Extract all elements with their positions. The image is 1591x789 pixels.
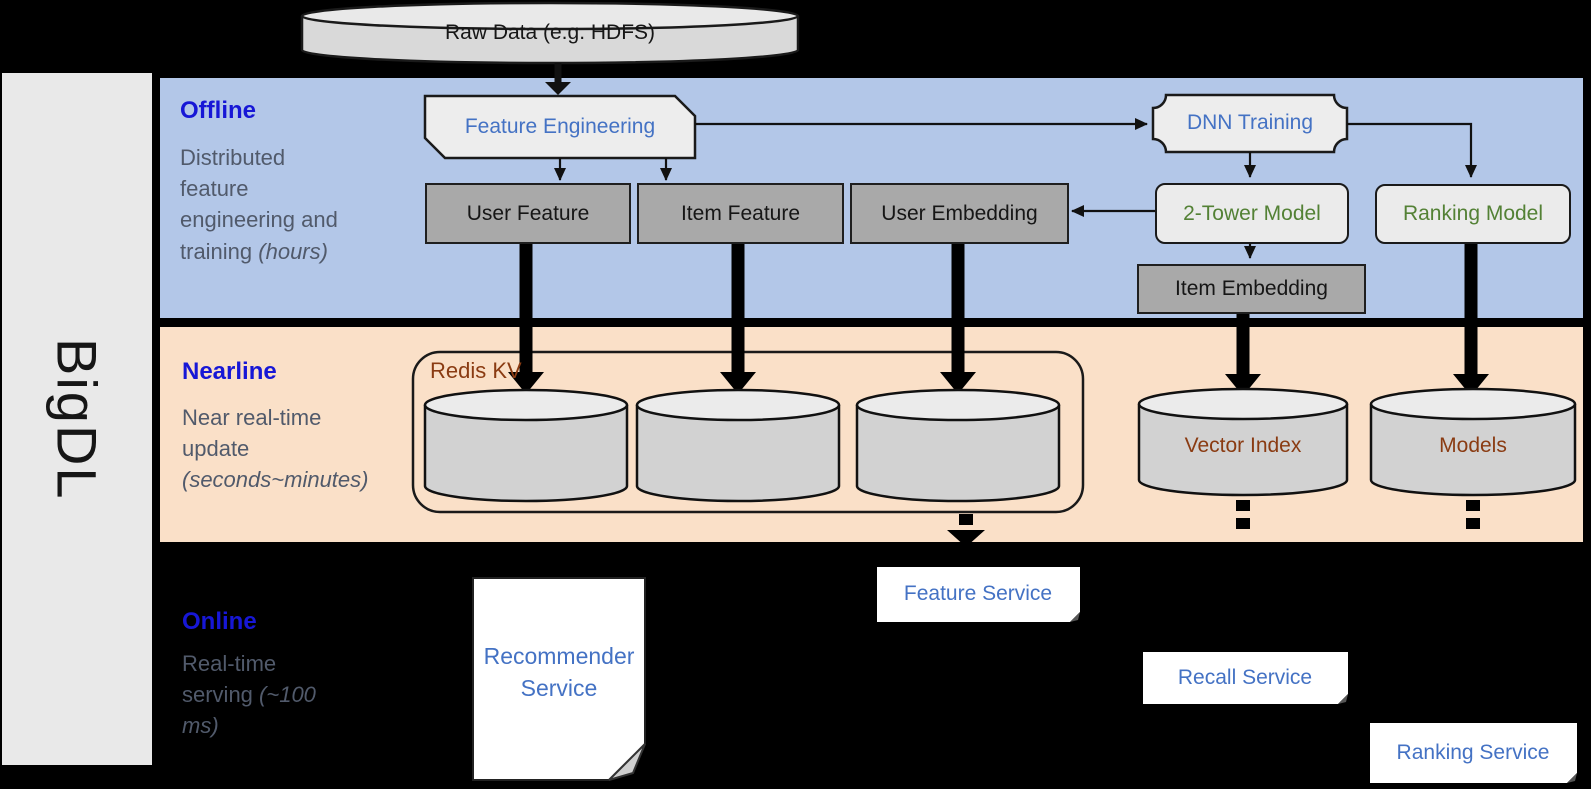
ranking-model-box: Ranking Model <box>1375 184 1571 244</box>
bigdl-sidebar: BigDL <box>2 73 152 765</box>
arrow-dnn-to-rankingmodel <box>1347 122 1477 178</box>
offline-stage-label: Offline <box>180 97 256 124</box>
online-description-em: (~100 ms) <box>182 682 316 739</box>
recall-service-note <box>1143 652 1348 704</box>
raw-data-label: Raw Data (e.g. HDFS) <box>444 21 656 44</box>
nearline-stage-label: Nearline <box>182 358 277 385</box>
bigdl-logo-text: BigDL <box>45 337 109 501</box>
dashed-link-vectorindex <box>1236 500 1250 529</box>
user-embedding-label: User Embedding <box>881 201 1038 225</box>
feature-engineering-shape <box>423 94 697 160</box>
online-stage-label: Online <box>182 608 257 635</box>
kv-cylinder-2 <box>635 388 841 503</box>
user-feature-label: User Feature <box>466 201 590 225</box>
kv-cylinder-1 <box>423 388 629 503</box>
recommender-service-document <box>472 577 646 781</box>
item-embedding-box: Item Embedding <box>1137 264 1366 314</box>
feature-service-label: Feature Service <box>903 582 1053 605</box>
ranking-service-label: Ranking Service <box>1396 741 1550 764</box>
nearline-description-em: (seconds~minutes) <box>182 467 369 493</box>
feature-service-note <box>877 567 1080 622</box>
recall-service-label: Recall Service <box>1177 666 1313 689</box>
nearline-stage-description: Near real-time update (seconds~minutes) <box>182 402 368 496</box>
thick-arrow-userembedding-to-kv <box>940 240 976 394</box>
redis-kv-container <box>411 350 1085 514</box>
dashed-link-models <box>1466 500 1480 529</box>
thick-arrow-itemembedding-to-vectorindex <box>1225 310 1261 396</box>
ranking-model-label: Ranking Model <box>1402 202 1544 225</box>
thick-arrow-rankingmodel-to-models <box>1453 240 1489 396</box>
user-feature-box: User Feature <box>425 183 631 244</box>
online-stage-description: Real-time serving (~100 ms) <box>182 648 332 742</box>
thick-arrow-userfeature-to-kv <box>508 240 544 394</box>
user-embedding-box: User Embedding <box>850 183 1069 244</box>
two-tower-model-box: 2-Tower Model <box>1155 183 1349 244</box>
online-description-text: Real-time serving <box>182 651 277 708</box>
arrow-rawdata-to-fe <box>545 63 571 95</box>
vector-index-label: Vector Index <box>1184 434 1302 457</box>
item-feature-box: Item Feature <box>637 183 844 244</box>
offline-stage-description: Distributed feature engineering and trai… <box>180 142 350 267</box>
feature-engineering-label: Feature Engineering <box>464 115 656 138</box>
offline-description-text: Distributed feature engineering and trai… <box>180 145 338 264</box>
item-feature-label: Item Feature <box>680 201 801 225</box>
vector-index-cylinder <box>1137 387 1349 497</box>
raw-data-cylinder <box>300 1 800 65</box>
thick-arrow-itemfeature-to-kv <box>720 240 756 394</box>
redis-kv-label: Redis KV <box>430 358 522 383</box>
kv-cylinder-3 <box>855 388 1061 503</box>
dnn-training-shape <box>1151 93 1349 154</box>
dashed-arrow-kv-to-featureservice <box>947 514 985 547</box>
recommender-service-label: Recommender Service <box>483 642 635 701</box>
models-label: Models <box>1439 434 1507 457</box>
item-embedding-label: Item Embedding <box>1175 277 1328 300</box>
dnn-training-label: DNN Training <box>1186 111 1314 134</box>
nearline-description-text: Near real-time update <box>182 405 322 462</box>
offline-description-em: (hours) <box>252 238 328 264</box>
two-tower-model-label: 2-Tower Model <box>1183 201 1321 225</box>
ranking-service-note <box>1370 723 1577 783</box>
models-cylinder <box>1369 387 1577 497</box>
